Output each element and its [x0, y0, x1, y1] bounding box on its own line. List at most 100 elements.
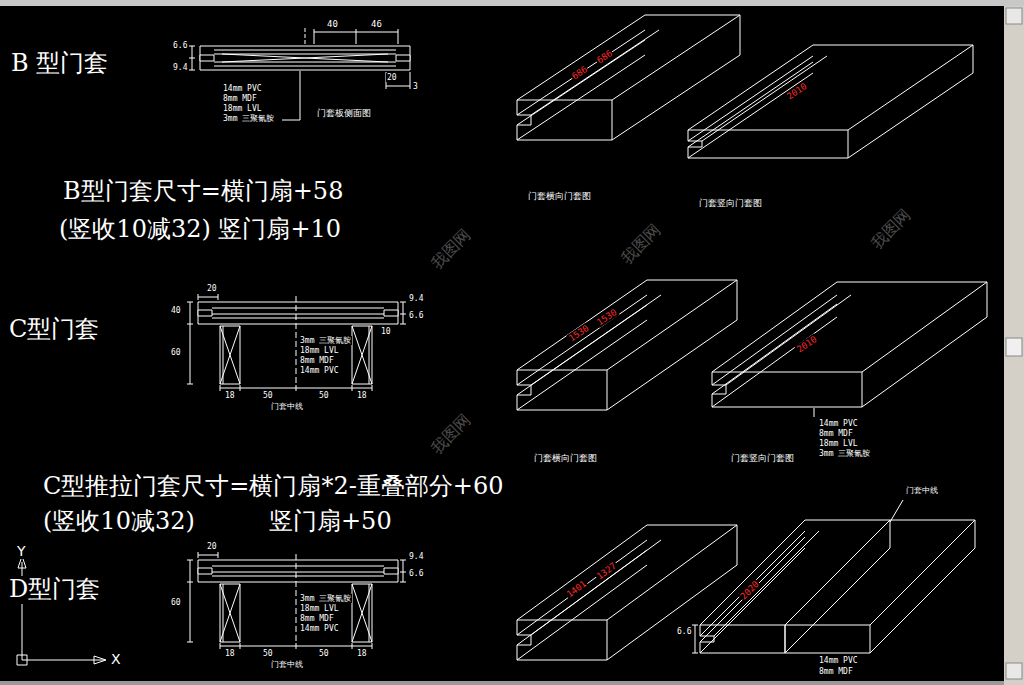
drawing-line	[400, 560, 406, 561]
drawing-line	[296, 643, 297, 649]
hatch-line	[222, 54, 388, 62]
axis-arrow	[94, 656, 106, 664]
drawing-line	[692, 653, 698, 654]
drawing-line	[369, 326, 370, 384]
material-note: 3mm 三聚氰胺	[818, 449, 871, 458]
groove	[198, 568, 212, 574]
board-edge	[607, 280, 737, 370]
drawing-line	[352, 643, 353, 649]
dimension: 6.6	[172, 41, 188, 50]
window-bar	[0, 0, 1024, 6]
board-edge	[688, 62, 813, 147]
dimension: 18	[224, 649, 236, 658]
board-edge	[531, 295, 661, 385]
board-edge	[813, 45, 973, 46]
centerline-note: 门套中线	[270, 402, 304, 411]
board-edge	[517, 540, 647, 635]
board-section	[198, 560, 398, 582]
groove	[396, 55, 410, 61]
dimension-line	[386, 86, 410, 87]
dimension: 50	[262, 649, 274, 658]
board-edge	[837, 282, 987, 283]
board-section	[198, 302, 398, 324]
view-caption: 门套横向门套图	[527, 191, 592, 201]
board-edge	[862, 282, 987, 372]
window-edge	[0, 681, 1004, 685]
board-edge	[700, 548, 805, 653]
drawing-line	[218, 552, 219, 558]
drawing-line	[400, 302, 406, 303]
board-edge	[714, 531, 819, 636]
drawing-line	[372, 643, 373, 649]
board-end-profile	[785, 625, 870, 653]
groove	[384, 568, 398, 574]
view-caption: 门套板侧面图	[316, 108, 372, 118]
dimension-line	[190, 560, 191, 642]
drawing-line	[187, 560, 193, 561]
drawing-line	[372, 385, 373, 391]
drawing-line	[198, 552, 199, 558]
drawing-line	[352, 385, 353, 391]
board-edge	[975, 520, 976, 548]
leader-line	[282, 120, 300, 121]
drawing-line	[692, 625, 698, 626]
board-edge	[517, 565, 647, 660]
board-edge	[712, 282, 837, 372]
drawing-line	[212, 318, 384, 319]
board-edge	[645, 15, 740, 16]
hatch-line	[220, 326, 240, 384]
drawing-line	[356, 29, 357, 44]
watermark: 我图网	[427, 225, 475, 273]
board-edge	[647, 525, 737, 526]
formula-note: C型推拉门套尺寸=横门扇*2-重叠部分+60	[42, 473, 505, 501]
board-edge	[531, 540, 661, 635]
drawing-line	[189, 58, 195, 59]
dimension: 50	[262, 391, 274, 400]
material-note: 14mm PVC	[818, 656, 859, 665]
drawing-line	[214, 50, 396, 51]
drawing-line	[214, 54, 396, 55]
drawing-line	[314, 29, 315, 44]
length-dimension: 2010	[794, 334, 819, 356]
material-note: 8mm MDF	[299, 614, 335, 623]
board-edge	[517, 30, 645, 115]
hatch-line	[352, 326, 372, 384]
axis-origin	[17, 655, 27, 665]
board-edge	[517, 280, 647, 370]
scroll-button	[1006, 663, 1022, 679]
centerline-note: 门套中线	[905, 486, 939, 495]
drawing-line	[400, 572, 406, 573]
board-edge	[848, 73, 973, 158]
dimension: 6.6	[408, 311, 424, 320]
drawing-line	[220, 385, 221, 391]
material-note: 3mm 三聚氰胺	[299, 594, 352, 603]
dimension: 18	[224, 391, 236, 400]
axis-label: Y	[16, 543, 27, 559]
board-edge	[517, 55, 645, 140]
material-note: 8mm MDF	[222, 94, 258, 103]
drawing-line	[296, 385, 297, 391]
board-edge	[737, 525, 738, 565]
scrollbar	[1004, 6, 1024, 685]
view-caption: 门套竖向门套图	[730, 453, 795, 463]
drawing-line	[189, 46, 195, 47]
post-section	[220, 326, 240, 384]
leader-line	[814, 408, 815, 417]
length-dimension: 1401	[564, 578, 589, 600]
watermark: 我图网	[617, 220, 665, 268]
dimension: 50	[318, 649, 330, 658]
board-edge	[688, 73, 813, 158]
drawing-line	[187, 582, 193, 583]
drawing-line	[240, 643, 241, 649]
material-note: 14mm PVC	[299, 366, 340, 375]
drawing-line	[187, 302, 193, 303]
board-edge	[607, 565, 737, 660]
board-edge	[712, 317, 837, 407]
board-edge	[712, 295, 837, 385]
hatch-line	[352, 584, 372, 642]
view-caption: 门套横向门套图	[533, 453, 598, 463]
dimension: 6.6	[408, 569, 424, 578]
dimension-line	[198, 297, 218, 298]
dimension-line	[403, 302, 404, 324]
drawing-line	[400, 324, 406, 325]
